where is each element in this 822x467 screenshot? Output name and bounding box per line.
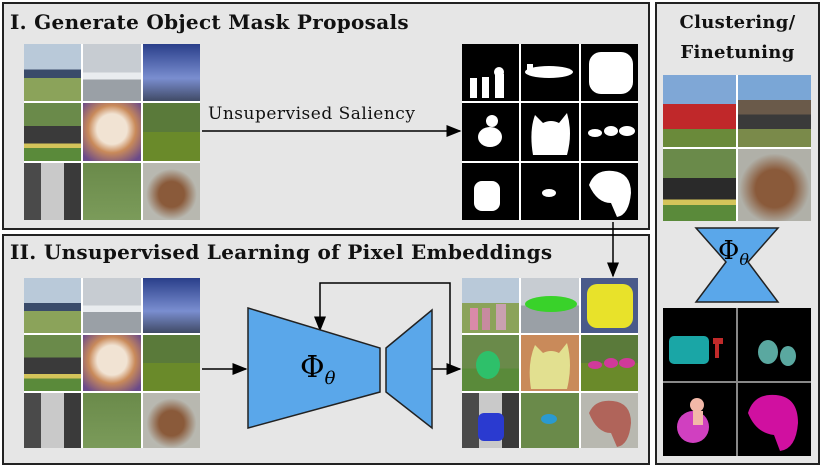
seg-bus xyxy=(663,308,736,381)
embed-pony xyxy=(580,392,638,448)
embed-bus xyxy=(580,278,638,334)
small-network-theta-subscript: θ xyxy=(739,250,749,270)
mask-airplane xyxy=(521,44,579,102)
panel-title-clustering-2: Finetuning xyxy=(680,42,795,63)
panel-title-clustering-1: Clustering/ xyxy=(679,12,796,33)
embed-people xyxy=(462,278,520,334)
photo-airshow-2 xyxy=(24,278,82,334)
photo-pony-2 xyxy=(142,392,200,448)
small-network-phi-label: Φθ xyxy=(718,236,749,269)
network-phi-symbol: Φ xyxy=(300,350,325,385)
panel-title-learning: II. Unsupervised Learning of Pixel Embed… xyxy=(10,240,553,264)
photo-airplane-2 xyxy=(83,278,141,334)
photo-dog-field xyxy=(83,162,141,220)
mask-dog-small xyxy=(521,162,579,220)
feedback-loop-arrow xyxy=(314,282,451,369)
seg-pony xyxy=(738,383,811,456)
embedding-output-grid xyxy=(462,278,638,448)
photo-red-bus xyxy=(663,75,736,147)
photo-horse-jump xyxy=(663,149,736,221)
photo-airplane xyxy=(83,44,141,102)
mask-pony xyxy=(580,162,638,220)
mask-cat xyxy=(521,103,579,161)
embed-dog-gate xyxy=(462,392,520,448)
saliency-mask-grid xyxy=(462,44,638,220)
photo-dog-gate-2 xyxy=(24,392,82,448)
photo-cat xyxy=(83,103,141,161)
network-decoder-shape xyxy=(385,308,433,430)
embed-cows xyxy=(580,335,638,391)
photo-motorbikes xyxy=(738,75,811,147)
photo-pony-closeup xyxy=(738,149,811,221)
network-theta-subscript: θ xyxy=(324,368,336,389)
photo-airshow xyxy=(24,44,82,102)
photo-cows-2 xyxy=(142,335,200,391)
photo-horse-rider xyxy=(24,103,82,161)
embed-dog-field xyxy=(521,392,579,448)
seg-horse-rider xyxy=(663,383,736,456)
seg-motorbikes xyxy=(738,308,811,381)
photo-bus xyxy=(142,44,200,102)
panel-title-proposals: I. Generate Object Mask Proposals xyxy=(10,10,409,34)
small-network-phi-symbol: Φ xyxy=(718,236,740,266)
mask-bus xyxy=(580,44,638,102)
mask-dog xyxy=(462,162,520,220)
photo-dog-gate xyxy=(24,162,82,220)
photo-cat-2 xyxy=(83,335,141,391)
photo-dog-field-2 xyxy=(83,392,141,448)
photo-pony xyxy=(142,162,200,220)
embed-cat xyxy=(521,335,579,391)
mask-people xyxy=(462,44,520,102)
network-encoder-shape xyxy=(247,306,381,429)
network-phi-label: Φθ xyxy=(300,350,335,389)
photo-cows xyxy=(142,103,200,161)
input-image-grid xyxy=(24,44,200,220)
mask-rider xyxy=(462,103,520,161)
segmentation-output-grid xyxy=(663,308,811,456)
clustering-image-grid xyxy=(663,75,811,221)
training-image-grid xyxy=(24,278,200,448)
photo-horse-rider-2 xyxy=(24,335,82,391)
small-network-shape xyxy=(694,227,780,303)
photo-bus-2 xyxy=(142,278,200,334)
mask-cows xyxy=(580,103,638,161)
embed-rider xyxy=(462,335,520,391)
embed-airplane xyxy=(521,278,579,334)
saliency-arrow-label: Unsupervised Saliency xyxy=(208,104,416,124)
